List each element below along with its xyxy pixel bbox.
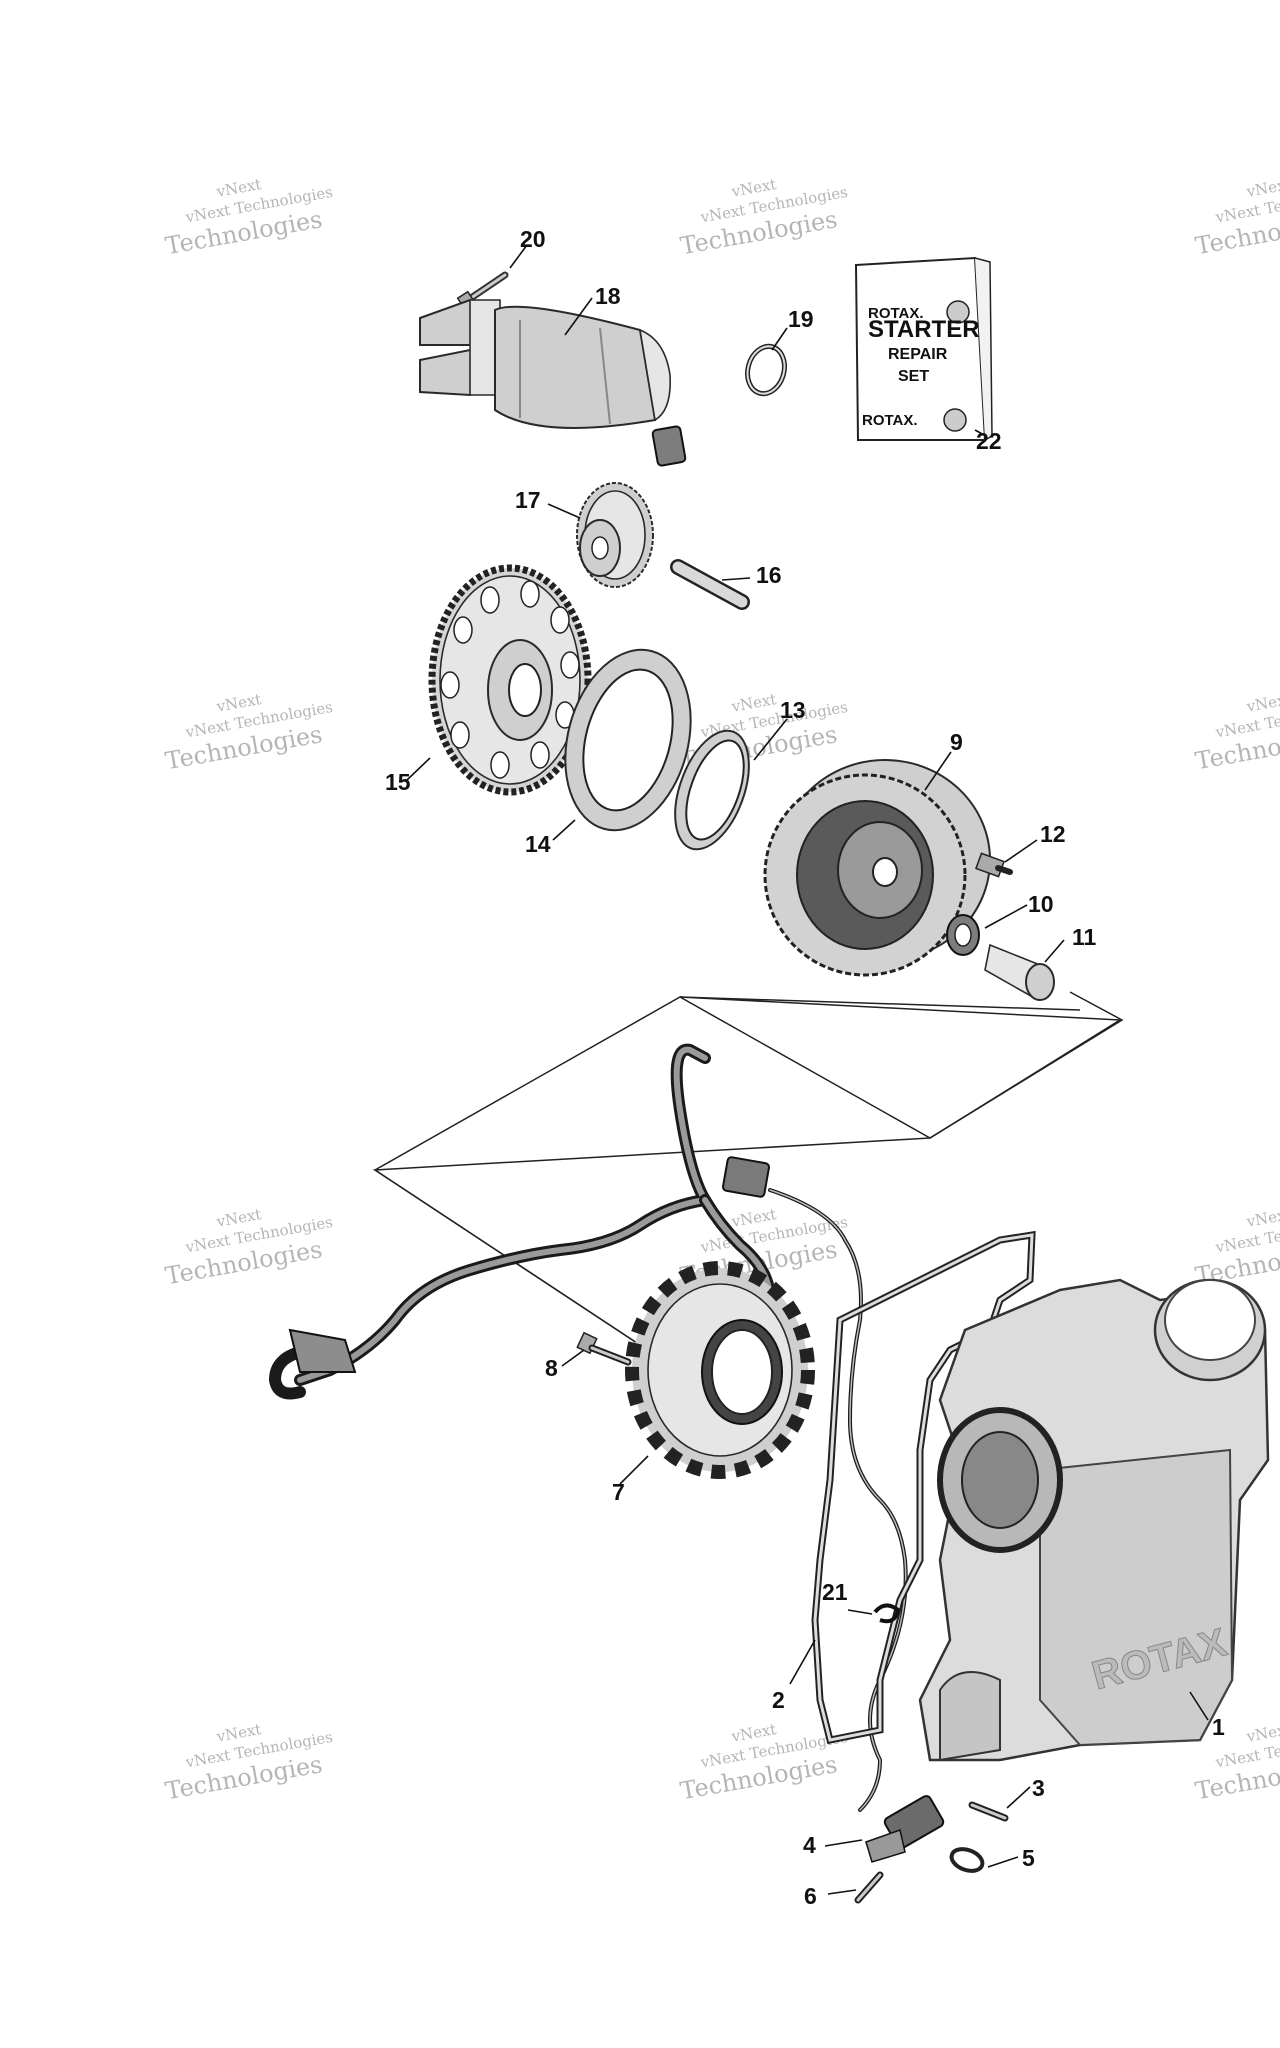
- callout-6: 6: [804, 1883, 817, 1909]
- part-3-screw: [968, 1801, 1009, 1822]
- part-21-clip: [873, 1603, 901, 1624]
- callout-7: 7: [612, 1479, 625, 1505]
- callout-3: 3: [1032, 1775, 1045, 1801]
- part-15-ring-gear: [428, 564, 592, 796]
- svg-text:vNext: vNext: [1244, 175, 1280, 201]
- callout-9: 9: [950, 729, 963, 755]
- part-5-o-ring: [949, 1847, 985, 1873]
- svg-text:vNext: vNext: [1244, 1205, 1280, 1231]
- part-4-sensor: [865, 1795, 945, 1863]
- callout-17: 17: [515, 487, 541, 513]
- part-19-o-ring: [745, 343, 787, 397]
- watermark: vNext vNext Technologies Technologies: [678, 175, 849, 260]
- watermark: vNext vNext Technologies Technologies: [1193, 175, 1280, 260]
- part-17-intermediate-gear: [576, 482, 654, 588]
- callout-13: 13: [780, 697, 806, 723]
- assembly-frame-lines: [373, 991, 1124, 1346]
- kit-emblem-top: [946, 300, 970, 324]
- callout-4: 4: [803, 1832, 816, 1858]
- watermark: vNext vNext Technologies Technologies: [1193, 1205, 1280, 1290]
- svg-text:vNext: vNext: [1244, 690, 1280, 716]
- part-2-gasket: [811, 1230, 1036, 1745]
- callout-18: 18: [595, 283, 621, 309]
- part-1-magneto-cover: ROTAX: [918, 1278, 1270, 1762]
- callout-22: 22: [976, 428, 1002, 454]
- callout-11: 11: [1072, 924, 1097, 950]
- part-18-starter-motor: [419, 298, 687, 467]
- leader-lines: [406, 244, 1209, 1895]
- part-12-bolt: [975, 852, 1013, 878]
- watermark: vNext vNext Technologies Technologies: [163, 690, 334, 775]
- svg-text:vNext: vNext: [1244, 1720, 1280, 1746]
- kit-subtitle-repair: REPAIR: [888, 346, 948, 363]
- harness-connector: [288, 1328, 357, 1373]
- watermark: vNext vNext Technologies Technologies: [163, 175, 334, 260]
- part-8-stator-bolt: [576, 1331, 632, 1366]
- callout-12: 12: [1040, 821, 1066, 847]
- callout-21: 21: [822, 1579, 848, 1605]
- kit-brand-top: ROTAX.: [868, 305, 924, 322]
- callout-5: 5: [1022, 1845, 1035, 1871]
- callout-16: 16: [756, 562, 782, 588]
- kit-title: STARTER: [868, 316, 980, 343]
- watermark: vNext vNext Technologies Technologies: [163, 1720, 334, 1805]
- part-13-bushing: [674, 729, 750, 851]
- callout-2: 2: [772, 1687, 785, 1713]
- callout-8: 8: [545, 1355, 558, 1381]
- sensor-wire: [722, 1156, 908, 1812]
- callout-10: 10: [1028, 891, 1054, 917]
- callout-15: 15: [385, 769, 411, 795]
- callout-1: 1: [1212, 1714, 1225, 1740]
- kit-subtitle-set: SET: [898, 368, 929, 385]
- part-22-starter-repair-set: ROTAX. STARTER REPAIR SET ROTAX.: [854, 256, 993, 441]
- kit-brand-bottom: ROTAX.: [862, 412, 918, 429]
- part-10-washer: [946, 914, 980, 956]
- callout-14: 14: [525, 831, 551, 857]
- callout-20: 20: [520, 226, 546, 252]
- sensor-connector: [722, 1156, 770, 1198]
- part-11-flywheel-bolt: [984, 943, 1055, 1001]
- part-6-screw: [854, 1871, 884, 1904]
- part-16-shaft-pin: [670, 559, 750, 610]
- part-7-stator: [625, 1261, 815, 1479]
- callout-19: 19: [788, 306, 814, 332]
- callouts: 1 2 3 4 5 6 7 8 9 10 11 12 13 14 15 16 1…: [385, 226, 1225, 1909]
- part-14-clutch-ring: [564, 648, 692, 832]
- watermark: vNext vNext Technologies Technologies: [163, 1205, 334, 1290]
- kit-emblem-bottom: [943, 408, 967, 432]
- watermark: vNext vNext Technologies Technologies: [1193, 690, 1280, 775]
